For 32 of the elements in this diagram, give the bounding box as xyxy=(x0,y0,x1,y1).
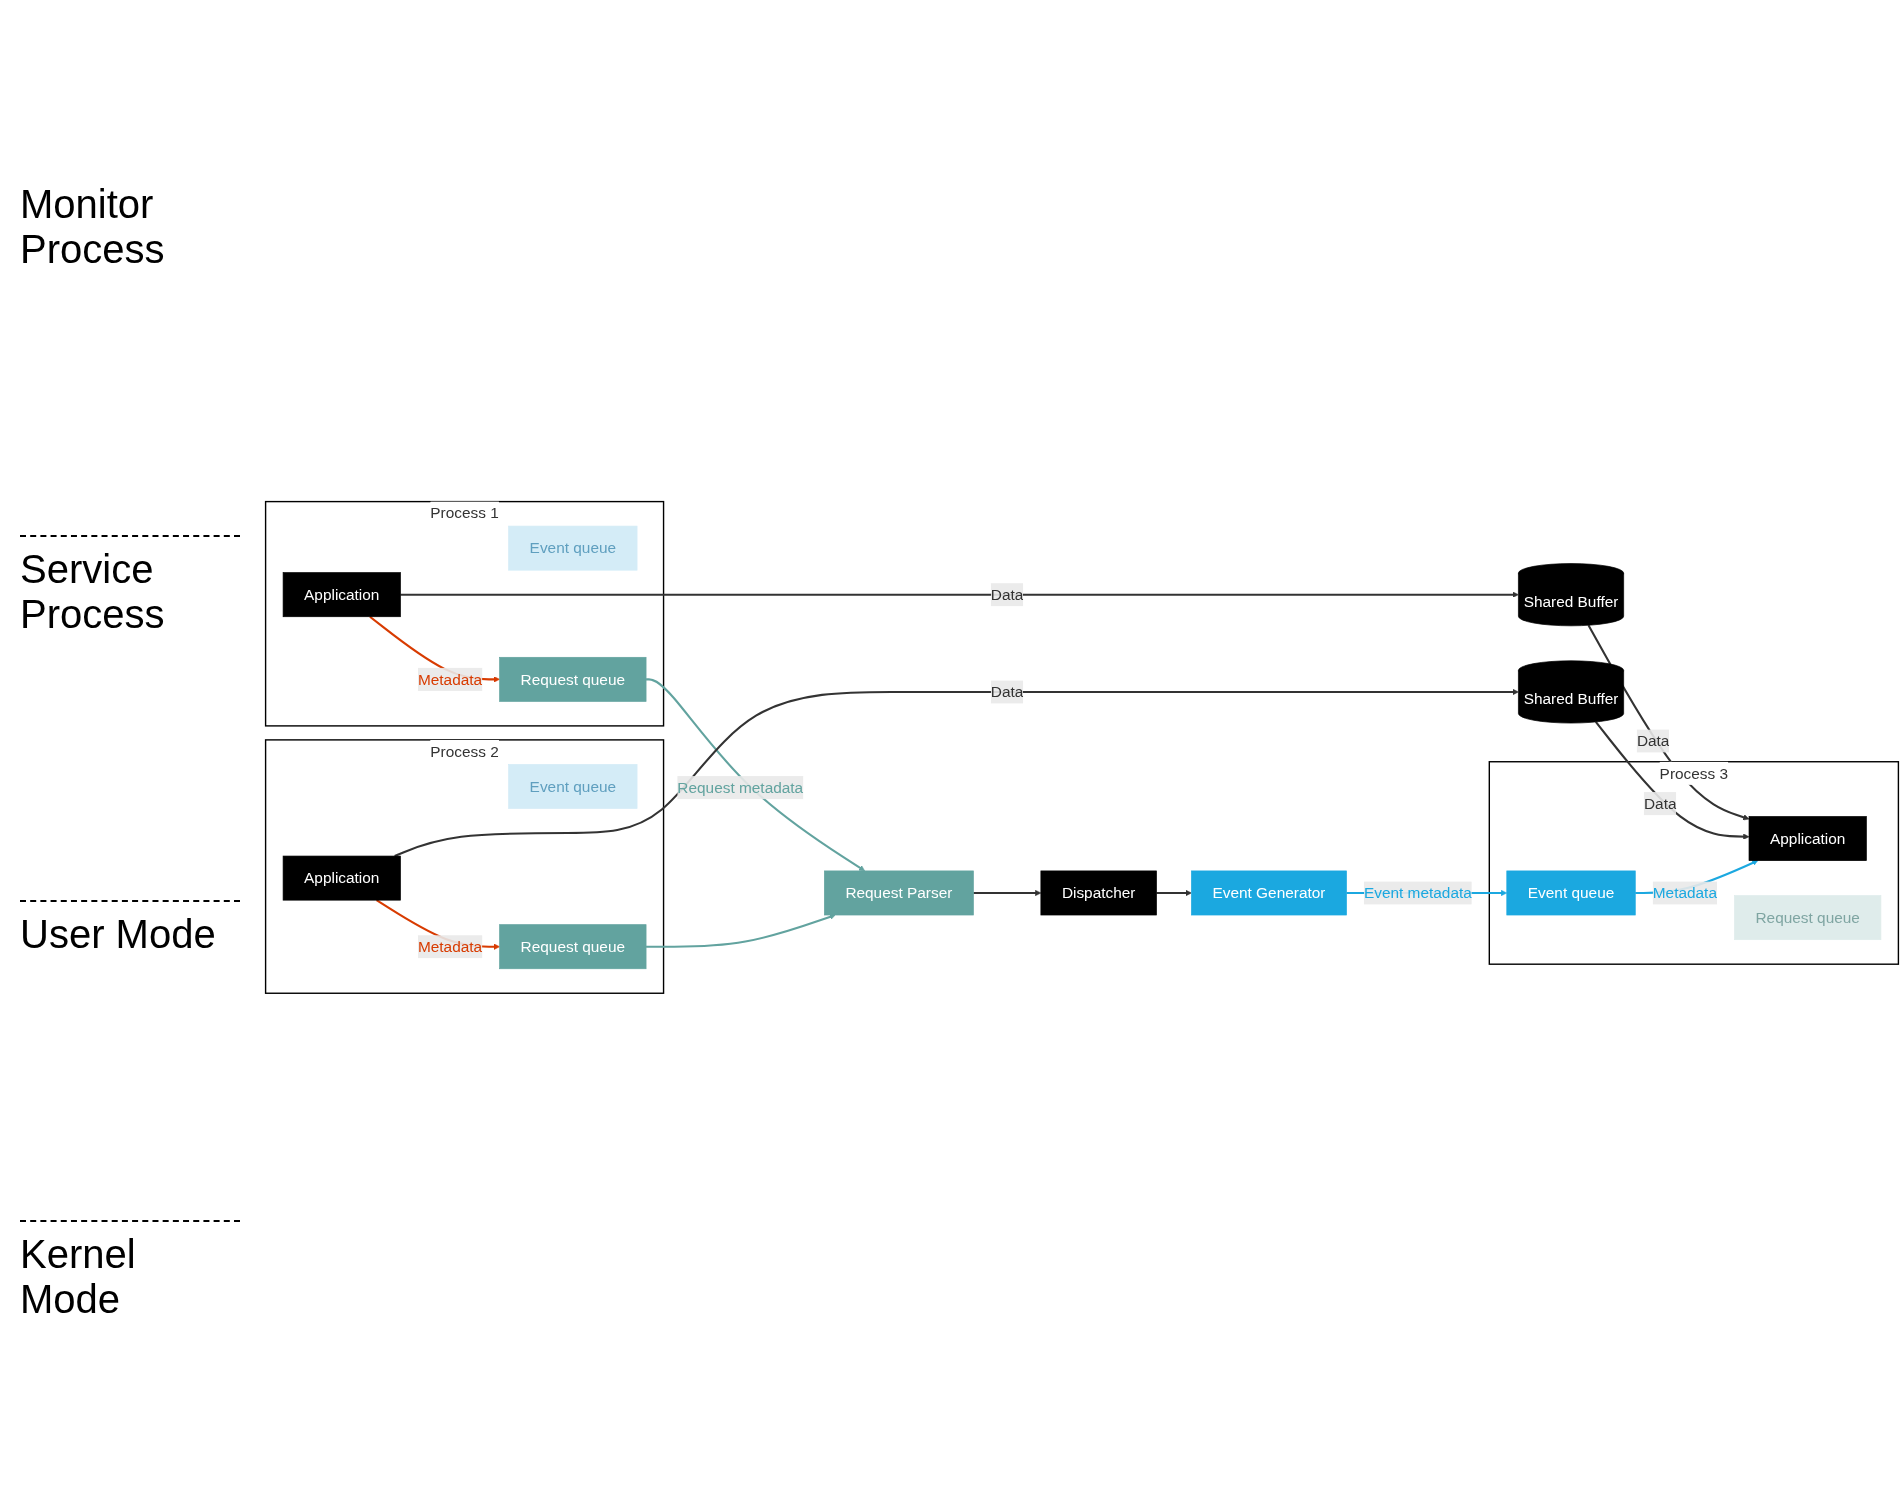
zone-label: User Mode xyxy=(20,900,240,958)
node-box: Request Parser xyxy=(824,870,974,915)
edge-label: Metadata xyxy=(1652,883,1717,902)
edge-label: Metadata xyxy=(417,670,483,688)
node-box: Event queue xyxy=(1506,870,1636,915)
arrow xyxy=(394,688,1519,857)
node-box: Application xyxy=(282,571,401,617)
node-box: Event Generator xyxy=(1191,870,1347,915)
node-box: Event queue xyxy=(508,525,638,571)
arrow xyxy=(1156,889,1192,896)
node-box: Dispatcher xyxy=(1040,870,1157,915)
zone-label: Monitor Process xyxy=(20,180,166,272)
node-box: Event queue xyxy=(508,763,638,809)
edge-label: Event metadata xyxy=(1363,883,1472,902)
arrow xyxy=(973,889,1042,896)
node-box: Application xyxy=(1748,815,1867,861)
edge-label: Data xyxy=(1636,731,1670,750)
arrow xyxy=(400,591,1519,598)
zone-label: Kernel Mode xyxy=(20,1220,240,1323)
edge-label: Request metadata xyxy=(677,778,804,796)
edge-label: Data xyxy=(990,585,1024,604)
arrow xyxy=(1595,720,1750,840)
node-box: Request queue xyxy=(499,923,647,969)
edge-label: Data xyxy=(990,682,1024,701)
edge-label: Metadata xyxy=(417,937,483,956)
node-box: Request queue xyxy=(499,656,647,702)
node-box: Application xyxy=(282,855,401,901)
zone-label: Service Process xyxy=(20,534,240,637)
arrow xyxy=(646,913,836,948)
edge-label: Data xyxy=(1643,794,1677,812)
arrow xyxy=(646,677,866,871)
node-box: Request queue xyxy=(1734,894,1882,940)
